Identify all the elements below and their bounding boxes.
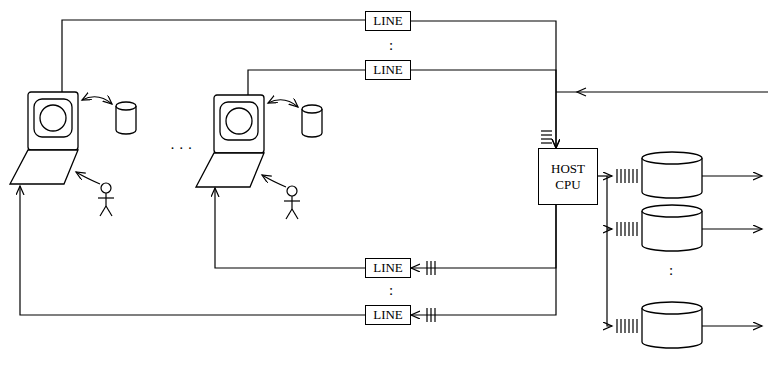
line-box: LINE xyxy=(365,258,411,278)
box-text: HOST CPU xyxy=(543,161,593,193)
line-box: LINE xyxy=(365,305,411,325)
continuation-dots: : xyxy=(389,282,393,298)
continuation-dots: : xyxy=(669,262,673,278)
box-text: LINE xyxy=(373,61,403,79)
box-text: LINE xyxy=(373,259,403,277)
flow-arrow xyxy=(411,70,556,148)
box-text: LINE xyxy=(373,12,403,30)
flow-arrow xyxy=(411,205,556,315)
box-text: LINE xyxy=(373,306,403,324)
ellipsis-dots: · · · xyxy=(170,140,193,156)
line-box: LINE xyxy=(365,60,411,80)
line-box: LINE xyxy=(365,11,411,31)
cpu-box: HOST CPU xyxy=(538,148,598,205)
flow-arrow xyxy=(411,205,556,268)
continuation-dots: : xyxy=(389,37,393,53)
flow-arrow xyxy=(411,21,556,148)
